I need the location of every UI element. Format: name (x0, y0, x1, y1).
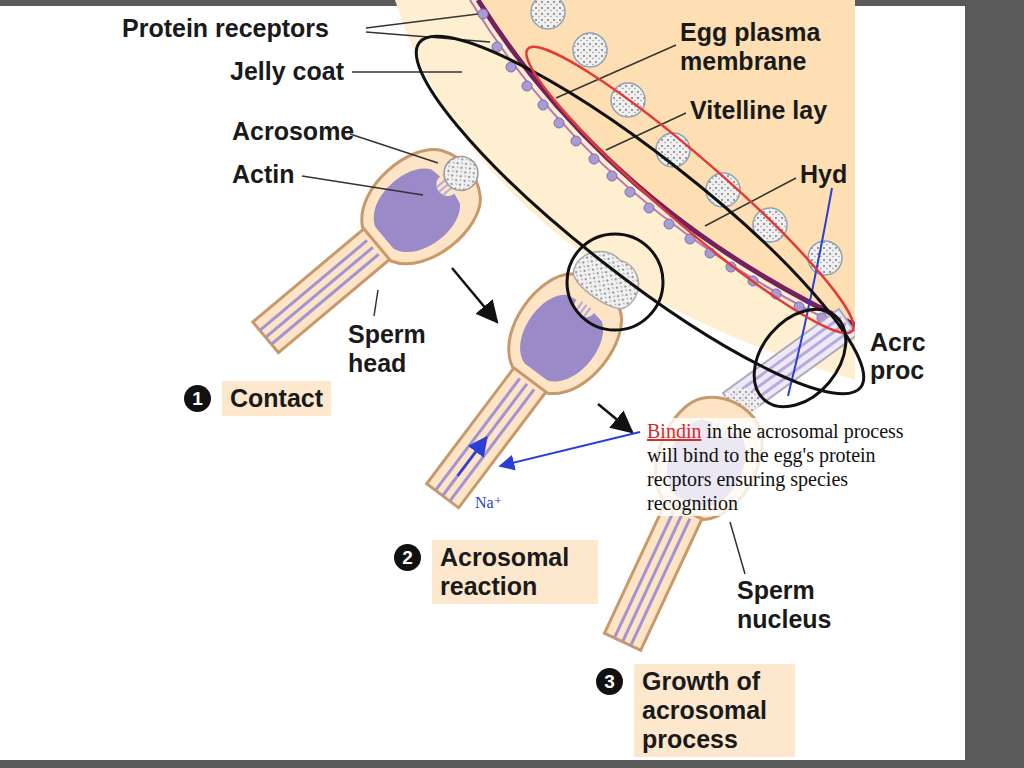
part-label: Acrc (870, 328, 926, 357)
part-label: Sperm nucleus (737, 576, 872, 634)
step-label: Contact (230, 384, 323, 413)
part-label: Vitelline lay (690, 96, 827, 125)
jelly-coat (395, 0, 855, 380)
receptors (478, 9, 851, 336)
callout-number: 1 (184, 385, 211, 412)
part-label: Sperm head (348, 320, 453, 378)
step-box: 3Growth of acrosomal process (634, 664, 795, 757)
part-label: Acrosome (232, 117, 354, 146)
step-label: Acrosomal reaction (440, 543, 590, 601)
part-label: Protein receptors (122, 14, 329, 43)
step-box: 2Acrosomal reaction (432, 540, 598, 604)
cortical-granules (531, 0, 842, 275)
acrosomal-process (723, 309, 855, 419)
handwritten-note: Bindinin the acrosomal process will bind… (645, 418, 911, 516)
callout-number: 3 (596, 668, 623, 695)
part-label: proc (870, 356, 924, 385)
sperm-reaction (403, 229, 660, 525)
ion-label: Na⁺ (474, 494, 503, 512)
step-arrows (452, 268, 632, 432)
highlighted-term: Bindin (647, 420, 701, 442)
part-label: Egg plasma membrane (680, 18, 840, 76)
step-label: Growth of acrosomal process (642, 667, 787, 754)
callout-number: 2 (394, 544, 421, 571)
part-label: Actin (232, 160, 295, 189)
annotations (382, 0, 897, 466)
part-label: Hyd (800, 160, 847, 189)
step-box: 1Contact (222, 381, 331, 416)
part-label: Jelly coat (230, 57, 344, 86)
